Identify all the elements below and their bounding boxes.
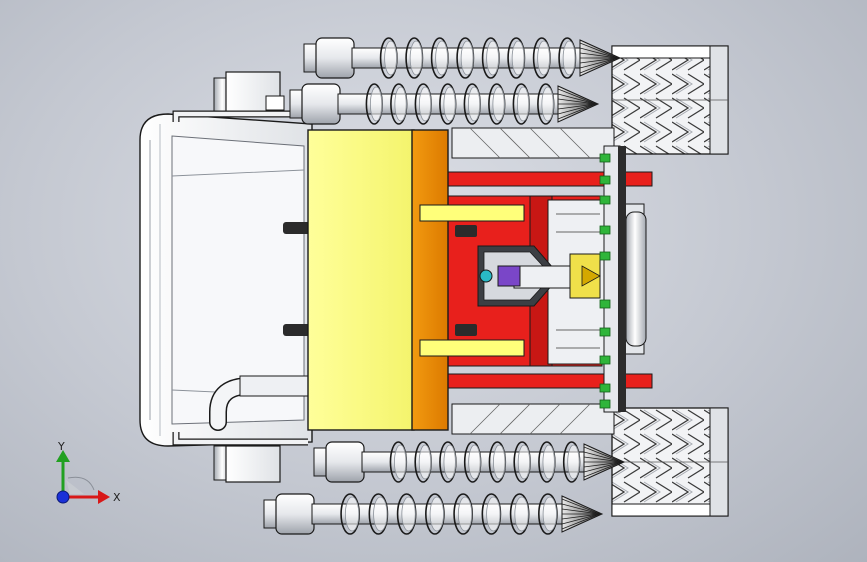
auger-bottom-outer[interactable] xyxy=(263,493,604,535)
axis-triad: X Y xyxy=(56,440,121,504)
engine-housing[interactable] xyxy=(139,113,313,447)
clamp-arm[interactable] xyxy=(477,245,601,307)
mount-bolts xyxy=(283,222,311,336)
track-guard-top xyxy=(451,127,615,159)
track-bottom[interactable] xyxy=(611,407,729,517)
axis-x-label: X xyxy=(113,491,121,504)
auger-layer xyxy=(263,37,626,535)
exhaust-pipe xyxy=(209,375,311,431)
auger-bottom-inner[interactable] xyxy=(313,441,626,483)
yellow-plate[interactable] xyxy=(307,129,415,431)
auger-top-outer[interactable] xyxy=(303,37,622,79)
front-bolt-bar[interactable] xyxy=(599,145,626,413)
orange-plate[interactable] xyxy=(411,129,449,431)
hydraulic-tank-bottom xyxy=(213,445,281,483)
axis-y-label: Y xyxy=(57,440,65,453)
side-hose-bottom xyxy=(172,432,308,446)
track-guard-bottom xyxy=(451,403,615,435)
auger-top-inner[interactable] xyxy=(289,83,600,125)
track-top[interactable] xyxy=(611,45,729,155)
hydraulic-tank-top xyxy=(213,71,285,117)
yellow-slides xyxy=(419,204,525,357)
side-hose-top xyxy=(172,110,308,122)
